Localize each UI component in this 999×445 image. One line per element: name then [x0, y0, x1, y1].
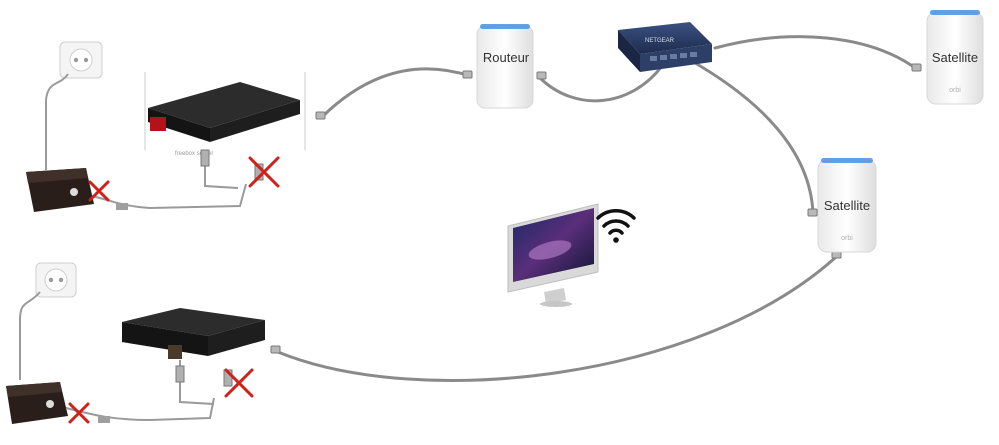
cross-icon: [248, 156, 280, 188]
freebox-caption: freebox server: [175, 151, 213, 157]
satellite-mid-label: Satellite: [823, 198, 871, 213]
orbi-satellite-top: orbi: [926, 10, 984, 105]
orbi-satellite-mid: orbi: [817, 158, 877, 253]
wall-outlet-icon: [69, 48, 93, 72]
satellite-top-label: Satellite: [931, 50, 979, 65]
netgear-switch: NETGEAR: [618, 22, 712, 72]
cable-router-switch: [538, 64, 664, 103]
wall-outlet-icon: [44, 268, 68, 292]
orbi-router: [476, 24, 534, 109]
switch-brand: NETGEAR: [645, 38, 675, 44]
cable-switch-satellite-top: [713, 35, 920, 72]
cables: [276, 35, 920, 382]
freebox-server-top: freebox server: [144, 72, 306, 189]
power-adapter-icon: [46, 400, 54, 408]
cross-icon: [224, 368, 254, 398]
cable-freebox2-satellite-mid: [276, 255, 838, 382]
cable-plugs: [270, 63, 922, 354]
cable-switch-satellite-mid: [688, 58, 815, 215]
power-adapter-icon: [70, 188, 78, 196]
wifi-icon: [596, 209, 636, 243]
imac: [507, 203, 599, 307]
power-adapter-bottom: [6, 382, 215, 424]
outlet-bottom: [19, 262, 77, 380]
router-label: Routeur: [482, 50, 530, 65]
freebox-box-bottom: [122, 308, 265, 405]
orbi-mark: orbi: [841, 235, 853, 242]
outlet-top: [45, 41, 103, 170]
cable-freebox-router: [320, 67, 472, 119]
cross-icon: [68, 402, 90, 424]
cross-icon: [88, 180, 110, 202]
orbi-mark: orbi: [949, 87, 961, 94]
power-adapter-top: [26, 168, 247, 212]
